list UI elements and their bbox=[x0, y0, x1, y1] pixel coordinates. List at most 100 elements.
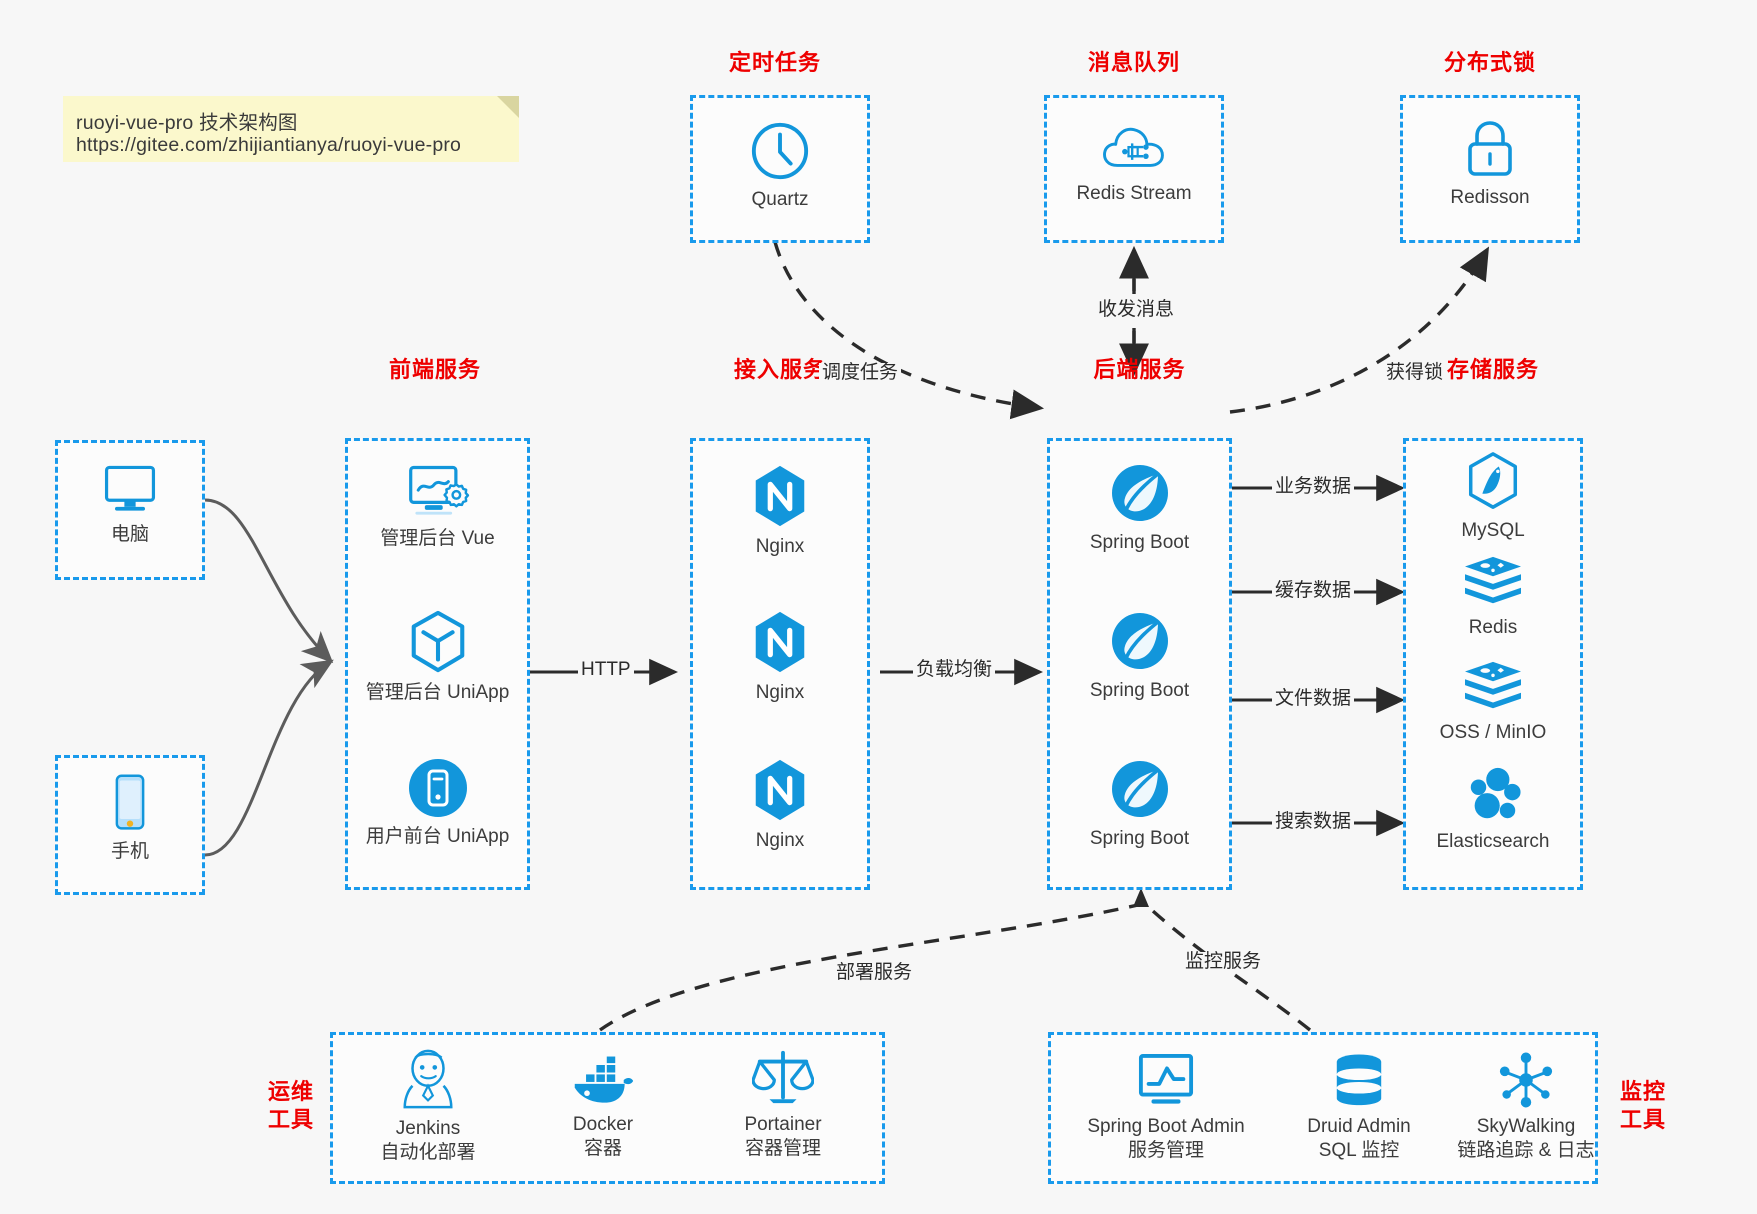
node-jenkins[interactable]: Jenkins 自动化部署 bbox=[353, 1049, 503, 1166]
mobile-app-icon bbox=[408, 759, 467, 817]
group-box-storage[interactable]: MySQL Redis OSS / MinIO bbox=[1403, 438, 1583, 890]
group-box-monitoring[interactable]: Spring Boot Admin 服务管理 Druid Admin SQL 监… bbox=[1048, 1032, 1598, 1184]
group-title-distributed-lock: 分布式锁 bbox=[1443, 50, 1536, 75]
node-sublabel-docker: 容器 bbox=[583, 1138, 622, 1160]
node-portainer[interactable]: Portainer 容器管理 bbox=[703, 1049, 863, 1162]
node-quartz[interactable]: Quartz bbox=[693, 120, 867, 212]
cube-icon bbox=[411, 610, 464, 673]
edge-label-schedule: 调度任务 bbox=[819, 362, 902, 384]
node-druid-admin[interactable]: Druid Admin SQL 监控 bbox=[1279, 1053, 1439, 1164]
note-line-2: https://gitee.com/zhijiantianya/ruoyi-vu… bbox=[76, 134, 462, 156]
node-pc[interactable]: 电脑 bbox=[58, 461, 202, 547]
monitor-icon bbox=[104, 465, 156, 511]
node-label-portainer: Portainer bbox=[744, 1114, 822, 1135]
node-label-user-uniapp: 用户前台 UniApp bbox=[365, 826, 510, 847]
group-box-message-queue[interactable]: Redis Stream bbox=[1044, 95, 1224, 243]
skywalking-icon bbox=[1499, 1052, 1553, 1108]
group-box-pc-client[interactable]: 电脑 bbox=[55, 440, 205, 580]
node-label-redisson: Redisson bbox=[1450, 187, 1530, 208]
edge-label-mq: 收发消息 bbox=[1095, 299, 1178, 321]
node-label-redis: Redis bbox=[1468, 617, 1518, 638]
group-box-devops[interactable]: Jenkins 自动化部署 Docker 容器 bbox=[330, 1032, 885, 1184]
node-spring-boot-admin[interactable]: Spring Boot Admin 服务管理 bbox=[1061, 1053, 1271, 1164]
wire-lock bbox=[1229, 246, 1490, 414]
node-label-redis-stream: Redis Stream bbox=[1076, 183, 1192, 204]
wire-phone-to-frontend bbox=[204, 659, 334, 857]
group-title-monitoring: 监控 工具 bbox=[1610, 1078, 1676, 1133]
node-label-nginx-1: Nginx bbox=[755, 536, 805, 557]
group-box-frontend[interactable]: 管理后台 Vue 管理后台 UniApp 用户前台 UniApp bbox=[345, 438, 530, 890]
oss-icon bbox=[1465, 661, 1521, 709]
info-note: ruoyi-vue-pro 技术架构图 https://gitee.com/zh… bbox=[63, 96, 519, 162]
lock-icon bbox=[1468, 121, 1512, 176]
group-title-devops-line2: 工具 bbox=[267, 1106, 314, 1132]
group-title-monitoring-line2: 工具 bbox=[1619, 1106, 1666, 1132]
group-title-gateway: 接入服务 bbox=[733, 357, 826, 382]
node-docker[interactable]: Docker 容器 bbox=[528, 1055, 678, 1162]
node-nginx-2[interactable]: Nginx bbox=[693, 609, 867, 705]
node-label-spring-boot-admin: Spring Boot Admin bbox=[1087, 1116, 1245, 1137]
node-label-mobile: 手机 bbox=[110, 841, 149, 862]
group-box-backend[interactable]: Spring Boot Spring Boot Spring Boot bbox=[1047, 438, 1232, 890]
dashboard-icon bbox=[408, 465, 469, 515]
monitor-chart-icon bbox=[1138, 1053, 1194, 1104]
node-label-oss-minio: OSS / MinIO bbox=[1439, 722, 1547, 743]
group-box-mobile-client[interactable]: 手机 bbox=[55, 755, 205, 895]
group-title-message-queue: 消息队列 bbox=[1087, 50, 1180, 75]
node-oss-minio[interactable]: OSS / MinIO bbox=[1406, 659, 1580, 745]
group-box-gateway[interactable]: Nginx Nginx Nginx bbox=[690, 438, 870, 890]
wire-bottom-arrowhead bbox=[1133, 888, 1149, 907]
mysql-icon bbox=[1468, 452, 1518, 509]
group-box-distributed-lock[interactable]: Redisson bbox=[1400, 95, 1580, 243]
node-skywalking[interactable]: SkyWalking 链路追踪 & 日志 bbox=[1426, 1051, 1626, 1164]
nginx-icon bbox=[755, 465, 805, 527]
group-title-scheduled-tasks: 定时任务 bbox=[728, 50, 821, 75]
node-label-quartz: Quartz bbox=[751, 189, 809, 210]
redis-icon bbox=[1465, 556, 1521, 604]
docker-icon bbox=[574, 1056, 634, 1103]
node-springboot-2[interactable]: Spring Boot bbox=[1050, 609, 1229, 703]
node-label-admin-uniapp: 管理后台 UniApp bbox=[365, 682, 510, 703]
node-redisson[interactable]: Redisson bbox=[1403, 118, 1577, 210]
node-user-uniapp[interactable]: 用户前台 UniApp bbox=[348, 757, 527, 849]
node-label-springboot-1: Spring Boot bbox=[1089, 532, 1190, 553]
node-nginx-1[interactable]: Nginx bbox=[693, 463, 867, 559]
node-elasticsearch[interactable]: Elasticsearch bbox=[1406, 766, 1580, 854]
node-label-springboot-2: Spring Boot bbox=[1089, 680, 1190, 701]
edge-label-monitor: 监控服务 bbox=[1182, 951, 1265, 973]
edge-label-search-data: 搜索数据 bbox=[1272, 811, 1355, 833]
node-label-nginx-2: Nginx bbox=[755, 682, 805, 703]
jenkins-icon bbox=[403, 1049, 453, 1109]
scales-icon bbox=[752, 1050, 814, 1104]
edge-label-lock: 获得锁 bbox=[1383, 362, 1447, 384]
node-redis[interactable]: Redis bbox=[1406, 554, 1580, 640]
group-title-devops-line1: 运维 bbox=[267, 1079, 314, 1104]
node-springboot-1[interactable]: Spring Boot bbox=[1050, 461, 1229, 555]
node-sublabel-spring-boot-admin: 服务管理 bbox=[1127, 1140, 1204, 1162]
node-admin-vue[interactable]: 管理后台 Vue bbox=[348, 463, 527, 551]
node-label-nginx-3: Nginx bbox=[755, 830, 805, 851]
node-springboot-3[interactable]: Spring Boot bbox=[1050, 757, 1229, 851]
group-box-scheduled-tasks[interactable]: Quartz bbox=[690, 95, 870, 243]
node-nginx-3[interactable]: Nginx bbox=[693, 757, 867, 853]
node-mobile[interactable]: 手机 bbox=[58, 772, 202, 864]
node-redis-stream[interactable]: Redis Stream bbox=[1047, 120, 1221, 206]
edge-label-http: HTTP bbox=[578, 659, 634, 681]
edge-label-file-data: 文件数据 bbox=[1272, 688, 1355, 710]
node-mysql[interactable]: MySQL bbox=[1406, 451, 1580, 543]
node-sublabel-druid-admin: SQL 监控 bbox=[1318, 1140, 1400, 1162]
note-line-1: ruoyi-vue-pro 技术架构图 bbox=[76, 112, 298, 134]
node-label-springboot-3: Spring Boot bbox=[1089, 828, 1190, 849]
spring-icon bbox=[1111, 761, 1168, 817]
database-icon bbox=[1336, 1054, 1382, 1106]
group-title-storage: 存储服务 bbox=[1446, 357, 1539, 382]
node-sublabel-jenkins: 自动化部署 bbox=[380, 1142, 476, 1164]
group-title-frontend: 前端服务 bbox=[388, 357, 481, 382]
node-label-elasticsearch: Elasticsearch bbox=[1436, 831, 1550, 852]
node-admin-uniapp[interactable]: 管理后台 UniApp bbox=[348, 609, 527, 705]
edge-label-cache-data: 缓存数据 bbox=[1272, 580, 1355, 602]
node-sublabel-skywalking: 链路追踪 & 日志 bbox=[1457, 1140, 1595, 1162]
group-title-monitoring-line1: 监控 bbox=[1619, 1079, 1666, 1104]
cloud-stream-icon bbox=[1103, 127, 1164, 167]
